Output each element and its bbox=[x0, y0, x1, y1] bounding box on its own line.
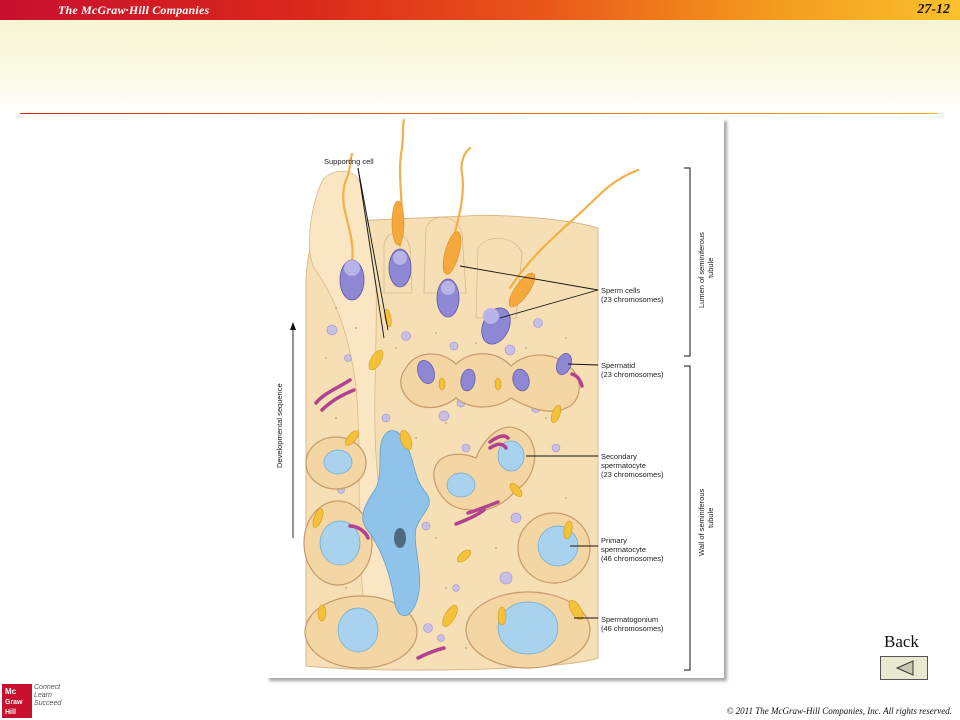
back-triangle-icon bbox=[895, 660, 914, 676]
label-primary-2: spermatocyte bbox=[601, 545, 646, 554]
label-secondary-1: Secondary bbox=[601, 452, 637, 461]
label-spermatogonium: Spermatogonium bbox=[601, 615, 658, 624]
copyright: © 2011 The McGraw-Hill Companies, Inc. A… bbox=[726, 706, 952, 716]
mcgraw-hill-logo: Mc Graw Hill bbox=[2, 684, 32, 718]
wall-bracket bbox=[684, 365, 691, 671]
label-wall-2: tubule bbox=[706, 508, 715, 528]
tagline-learn: Learn bbox=[34, 692, 52, 699]
primary-spermatocyte-left-nucleus bbox=[319, 520, 361, 566]
sperm-acrosomes bbox=[344, 251, 499, 324]
supporting-cell-nucleus bbox=[362, 430, 430, 616]
logo-letters-2: Graw bbox=[5, 699, 23, 706]
label-wall-1: Wall of seminiferous bbox=[697, 489, 706, 556]
label-spermatid: Spermatid bbox=[601, 361, 635, 370]
developmental-sequence-arrowhead bbox=[290, 322, 296, 330]
label-secondary-chromosomes: (23 chromosomes) bbox=[601, 470, 664, 479]
back-label: Back bbox=[884, 632, 919, 651]
spermatogonium-left-nucleus bbox=[337, 607, 379, 653]
label-lumen-1: Lumen of seminiferous bbox=[697, 232, 706, 308]
label-sperm-cells-chromosomes: (23 chromosomes) bbox=[601, 295, 664, 304]
leader-lines bbox=[357, 167, 599, 619]
logo-letters-3: Hill bbox=[5, 709, 16, 716]
label-lumen-2: tubule bbox=[706, 258, 715, 278]
supporting-cell-nucleolus bbox=[394, 528, 406, 548]
header-banner: The McGraw·Hill Companies 27-12 bbox=[0, 0, 960, 20]
label-primary-chromosomes: (46 chromosomes) bbox=[601, 554, 664, 563]
label-spermatid-chromosomes: (23 chromosomes) bbox=[601, 370, 664, 379]
spermatogonium-right-nucleus bbox=[497, 601, 559, 655]
brand-logo: The McGraw·Hill Companies bbox=[58, 3, 210, 17]
tagline-connect: Connect bbox=[34, 684, 61, 691]
title-divider bbox=[20, 113, 938, 114]
label-secondary-2: spermatocyte bbox=[601, 461, 646, 470]
spermatid-chain bbox=[400, 353, 580, 412]
small-cell-top-left-nucleus bbox=[323, 449, 353, 475]
spermatid-nuclei bbox=[417, 353, 572, 392]
back-button[interactable] bbox=[880, 656, 928, 680]
spermatogenesis-diagram: Supporting cell Sperm cells (23 chromoso… bbox=[275, 118, 715, 671]
label-developmental-sequence: Developmental sequence bbox=[275, 383, 284, 468]
lumen-bracket bbox=[684, 167, 691, 357]
label-supporting-cell: Supporting cell bbox=[324, 157, 374, 166]
logo-letters-1: Mc bbox=[5, 687, 17, 696]
golgi-magenta bbox=[314, 372, 584, 660]
label-sperm-cells: Sperm cells bbox=[601, 286, 640, 295]
label-spermatogonium-chromosomes: (46 chromosomes) bbox=[601, 624, 664, 633]
label-primary-1: Primary bbox=[601, 536, 627, 545]
logo-tagline: Connect Learn Succeed bbox=[34, 684, 61, 708]
slide-number: 27-12 bbox=[917, 2, 950, 17]
title-area bbox=[0, 20, 960, 113]
mitochondria-yellow bbox=[312, 308, 584, 627]
spermatogenesis-figure: Supporting cell Sperm cells (23 chromoso… bbox=[266, 118, 724, 678]
tagline-succeed: Succeed bbox=[34, 700, 62, 707]
sperm-midpieces bbox=[391, 200, 536, 308]
